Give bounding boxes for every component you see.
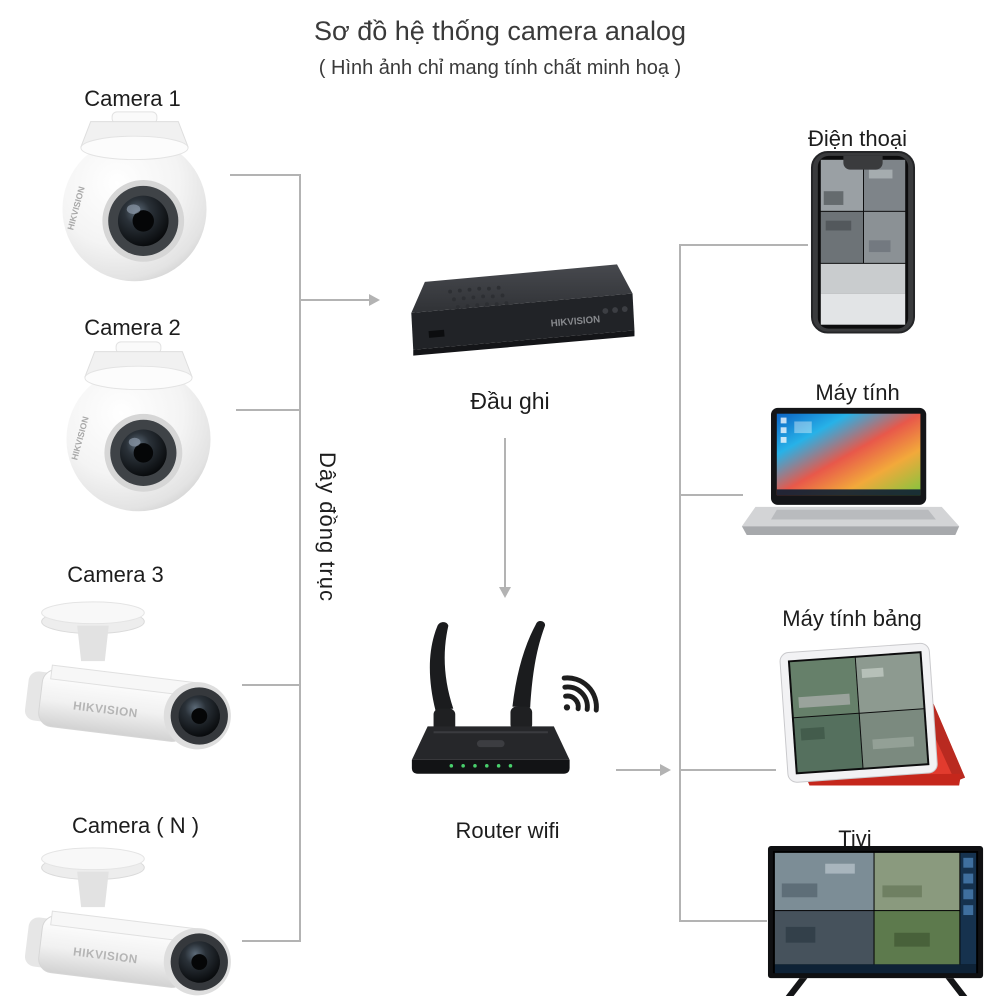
dvr-vent-holes — [448, 285, 509, 310]
tablet-branch-line — [681, 769, 776, 771]
tv-branch-line — [681, 920, 767, 922]
dvr-to-router-line — [504, 438, 506, 588]
tablet-illustration — [779, 642, 966, 786]
laptop-illustration — [741, 407, 960, 535]
tv-osd-taskbar — [774, 964, 977, 974]
dome-top-rim — [84, 365, 193, 391]
router-label: Router wifi — [455, 818, 560, 843]
router-arrowhead-icon — [499, 587, 511, 598]
dome-top-rim — [80, 135, 189, 161]
camera-2-label: Camera 2 — [84, 315, 181, 340]
router-to-bus-line — [616, 769, 662, 771]
dome-camera-2-illustration: HIKVISION — [66, 341, 211, 512]
bus-to-dvr-line — [301, 299, 371, 301]
cctv-feed-grid — [820, 159, 906, 325]
camera-3-label: Camera 3 — [67, 562, 164, 587]
right-client-bus-line — [679, 244, 681, 922]
cctv-feed-grid — [789, 653, 928, 773]
phone-notch — [843, 155, 883, 170]
wifi-signal-icon — [561, 675, 599, 713]
router-illustration — [411, 620, 599, 774]
left-coax-bus-line — [299, 174, 301, 942]
camera1-branch-line — [230, 174, 300, 176]
camera-n-label: Camera ( N ) — [71, 813, 200, 838]
tv-illustration — [767, 845, 984, 996]
tablet-label: Máy tính bảng — [782, 606, 922, 631]
dvr-front-face — [411, 293, 635, 350]
page-title: Sơ đồ hệ thống camera analog — [314, 16, 686, 46]
dvr-illustration: HIKVISION — [411, 264, 635, 356]
laptop-desktop-icons — [780, 417, 812, 443]
tablet-body — [779, 642, 938, 783]
router-antenna-right — [512, 620, 546, 708]
laptop-screen — [776, 413, 921, 496]
camera2-branch-line — [236, 409, 300, 411]
phone-branch-line — [681, 244, 808, 246]
laptop-branch-line — [681, 494, 743, 496]
right-bus-arrowhead-icon — [660, 764, 671, 776]
bullet-mount-arm — [77, 625, 109, 662]
laptop-keyboard — [770, 509, 936, 520]
bullet-camera-n-illustration: HIKVISION — [24, 847, 231, 996]
dvr-arrowhead-icon — [369, 294, 380, 306]
cameraN-branch-line — [242, 940, 300, 942]
bullet-camera-3-illustration: HIKVISION — [24, 601, 231, 750]
hikvision-logo-text: HIKVISION — [550, 314, 600, 329]
bullet-camera-body: HIKVISION — [24, 910, 231, 996]
camera3-branch-line — [242, 684, 300, 686]
cctv-feed-grid — [774, 852, 960, 965]
dvr-front-buttons — [602, 306, 628, 314]
router-antenna-left — [429, 622, 454, 711]
bullet-mount-arm — [77, 871, 109, 908]
bullet-camera-body: HIKVISION — [24, 664, 231, 750]
coax-cable-label: Dây đồng trục — [315, 452, 340, 602]
tv-leg-left — [785, 978, 808, 996]
dvr-top-face — [411, 264, 633, 313]
smartphone-illustration — [810, 150, 916, 334]
dvr-label: Đầu ghi — [470, 388, 550, 414]
router-body-front — [411, 759, 570, 774]
camera-1-label: Camera 1 — [84, 86, 181, 111]
tv-leg-right — [945, 978, 968, 996]
phone-label: Điện thoại — [807, 126, 908, 151]
dvr-usb-port — [428, 329, 445, 338]
dome-camera-1-illustration: HIKVISION — [62, 111, 207, 282]
laptop-taskbar — [776, 489, 921, 496]
page-subtitle: ( Hình ảnh chỉ mang tính chất minh hoạ ) — [318, 57, 682, 79]
router-status-leds — [449, 764, 513, 768]
laptop-label: Máy tính — [815, 380, 900, 405]
